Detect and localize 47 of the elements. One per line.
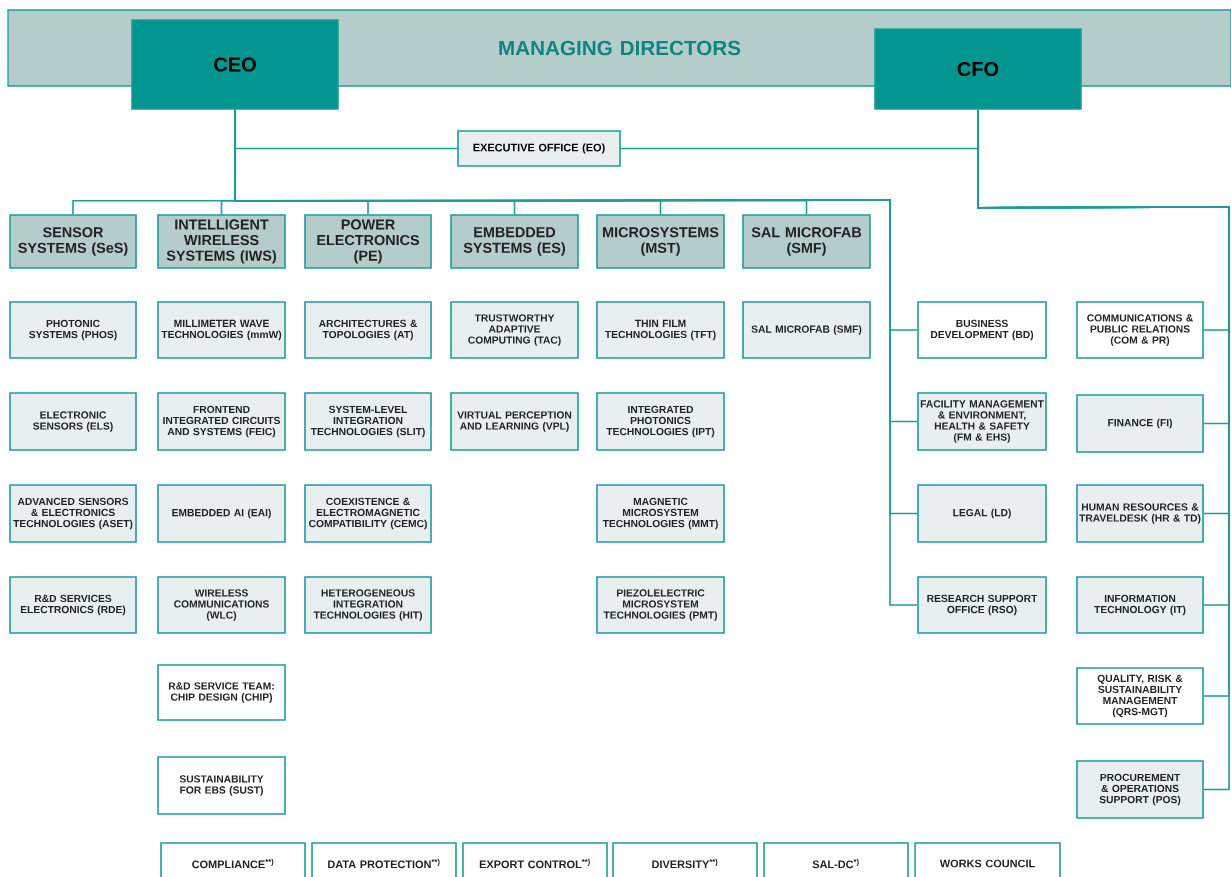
department-box: BUSINESS DEVELOPMENT (BD) (917, 301, 1047, 359)
department-box: VIRTUAL PERCEPTION AND LEARNING (VPL) (450, 392, 579, 451)
department-box: FINANCE (FI) (1076, 394, 1204, 453)
department-box: R&D SERVICES ELECTRONICS (RDE) (9, 576, 137, 634)
department-box: ADVANCED SENSORS & ELECTRONICS TECHNOLOGIES (ASET) (9, 484, 137, 543)
division-box: EMBEDDED SYSTEMS (ES) (450, 214, 579, 269)
committee-box: EXPORT CONTROL$^{**)}$ (462, 842, 608, 877)
department-box: INTEGRATED PHOTONICS TECHNOLOGIES (IPT) (596, 392, 725, 451)
department-box: RESEARCH SUPPORT OFFICE (RSO) (917, 576, 1047, 634)
department-box: PHOTONIC SYSTEMS (PHOS) (9, 301, 137, 359)
department-box: LEGAL (LD) (917, 484, 1047, 543)
committee-box: SAL-DC$^{*)}$ (763, 842, 909, 877)
division-box: INTELLIGENT WIRELESS SYSTEMS (IWS) (157, 214, 286, 269)
department-box: HUMAN RESOURCES & TRAVELDESK (HR & TD) (1076, 484, 1204, 543)
department-box: COMMUNICATIONS & PUBLIC RELATIONS (COM & PR) (1076, 301, 1204, 359)
committee-box: WORKS COUNCIL (914, 842, 1061, 877)
department-box: SAL MICROFAB (SMF) (742, 301, 871, 359)
department-box: ARCHITECTURES & TOPOLOGIES (AT) (304, 301, 432, 359)
executive-box: CEO (131, 19, 339, 110)
department-box: HETEROGENEOUS INTEGRATION TECHNOLOGIES (HIT) (304, 576, 432, 634)
committee-box: DATA PROTECTION$^{**)}$ (311, 842, 457, 877)
department-box: SYSTEM-LEVEL INTEGRATION TECHNOLOGIES (SLIT) (304, 392, 432, 451)
department-box: MAGNETIC MICROSYSTEM TECHNOLOGIES (MMT) (596, 484, 725, 543)
department-box: R&D SERVICE TEAM: CHIP DESIGN (CHIP) (157, 664, 286, 721)
department-box: MILLIMETER WAVE TECHNOLOGIES (mmW) (157, 301, 286, 359)
department-box: FRONTEND INTEGRATED CIRCUITS AND SYSTEMS (FEIC) (157, 392, 286, 451)
department-box: THIN FILM TECHNOLOGIES (TFT) (596, 301, 725, 359)
division-box: SAL MICROFAB (SMF) (742, 214, 871, 269)
department-box: ELECTRONIC SENSORS (ELS) (9, 392, 137, 451)
office-box: EXECUTIVE OFFICE (EO) (457, 130, 621, 167)
department-box: SUSTAINABILITY FOR EBS (SUST) (157, 756, 286, 815)
department-box: WIRELESS COMMUNICATIONS (WLC) (157, 576, 286, 634)
department-box: QUALITY, RISK & SUSTAINABILITY MANAGEMENT (QRS-MGT) (1076, 667, 1204, 725)
connector-line (234, 109, 918, 606)
committee-box: DIVERSITY$^{**)}$ (612, 842, 758, 877)
department-box: FACILITY MANAGEMENT & ENVIRONMENT, HEALTH & SAFETY (FM & EHS) (917, 392, 1047, 451)
department-box: TRUSTWORTHY ADAPTIVE COMPUTING (TAC) (450, 301, 579, 359)
department-box: EMBEDDED AI (EAI) (157, 484, 286, 543)
division-box: MICROSYSTEMS (MST) (596, 214, 725, 269)
executive-box: CFO (874, 28, 1082, 110)
department-box: PROCUREMENT & OPERATIONS SUPPORT (POS) (1076, 760, 1204, 819)
department-box: COEXISTENCE & ELECTROMAGNETIC COMPATIBILITY (CEMC) (304, 484, 432, 543)
division-box: POWER ELECTRONICS (PE) (304, 214, 432, 269)
division-box: SENSOR SYSTEMS (SeS) (9, 214, 137, 269)
department-box: PIEZOLELECTRIC MICROSYSTEM TECHNOLOGIES (PMT) (596, 576, 725, 634)
department-box: INFORMATION TECHNOLOGY (IT) (1076, 576, 1204, 634)
committee-box: COMPLIANCE$^{**)}$ (160, 842, 306, 877)
